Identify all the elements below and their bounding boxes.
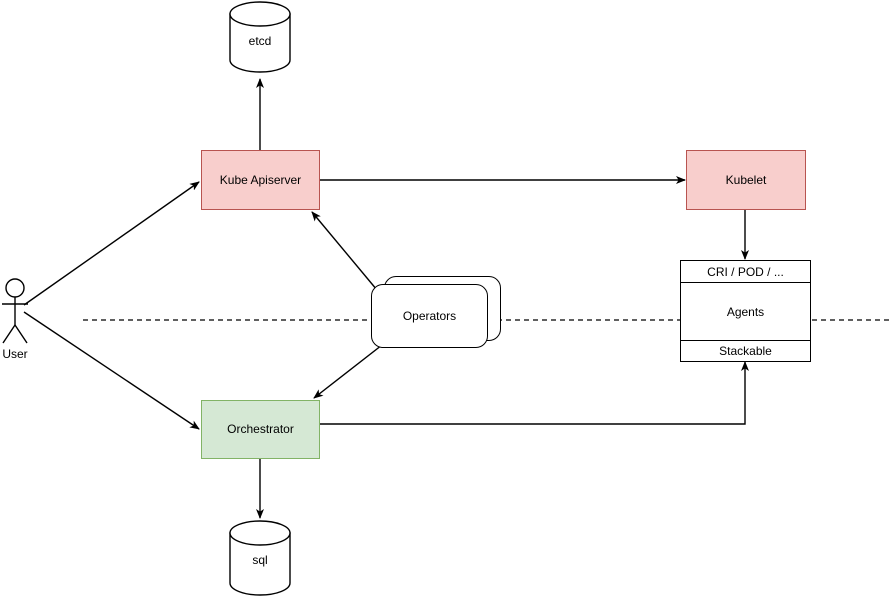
agents-body-label: Agents — [681, 283, 810, 340]
user-actor-icon — [2, 278, 28, 344]
node-kube-apiserver[interactable]: Kube Apiserver — [201, 150, 320, 210]
node-kubelet[interactable]: Kubelet — [686, 150, 806, 210]
kube-apiserver-label: Kube Apiserver — [219, 172, 302, 187]
orchestrator-label: Orchestrator — [227, 422, 294, 437]
edge-orchestrator-to-stackable — [320, 361, 749, 425]
user-label: User — [2, 347, 28, 361]
sql-label: sql — [252, 553, 268, 567]
agents-header-cri-pod: CRI / POD / ... — [681, 261, 810, 283]
etcd-label: etcd — [248, 34, 272, 48]
edge-user-to-apiserver — [23, 181, 200, 306]
edge-operators-to-apiserver — [311, 211, 378, 291]
agents-footer-stackable: Stackable — [681, 340, 810, 361]
kubelet-label: Kubelet — [725, 172, 767, 187]
edge-operators-to-orchestrator — [313, 344, 383, 399]
edge-user-to-orchestrator — [23, 311, 200, 430]
node-operators[interactable]: Operators — [371, 284, 488, 348]
operators-label: Operators — [402, 309, 457, 323]
node-agents-container[interactable]: CRI / POD / ... Agents Stackable — [680, 260, 811, 362]
node-orchestrator[interactable]: Orchestrator — [201, 400, 320, 459]
